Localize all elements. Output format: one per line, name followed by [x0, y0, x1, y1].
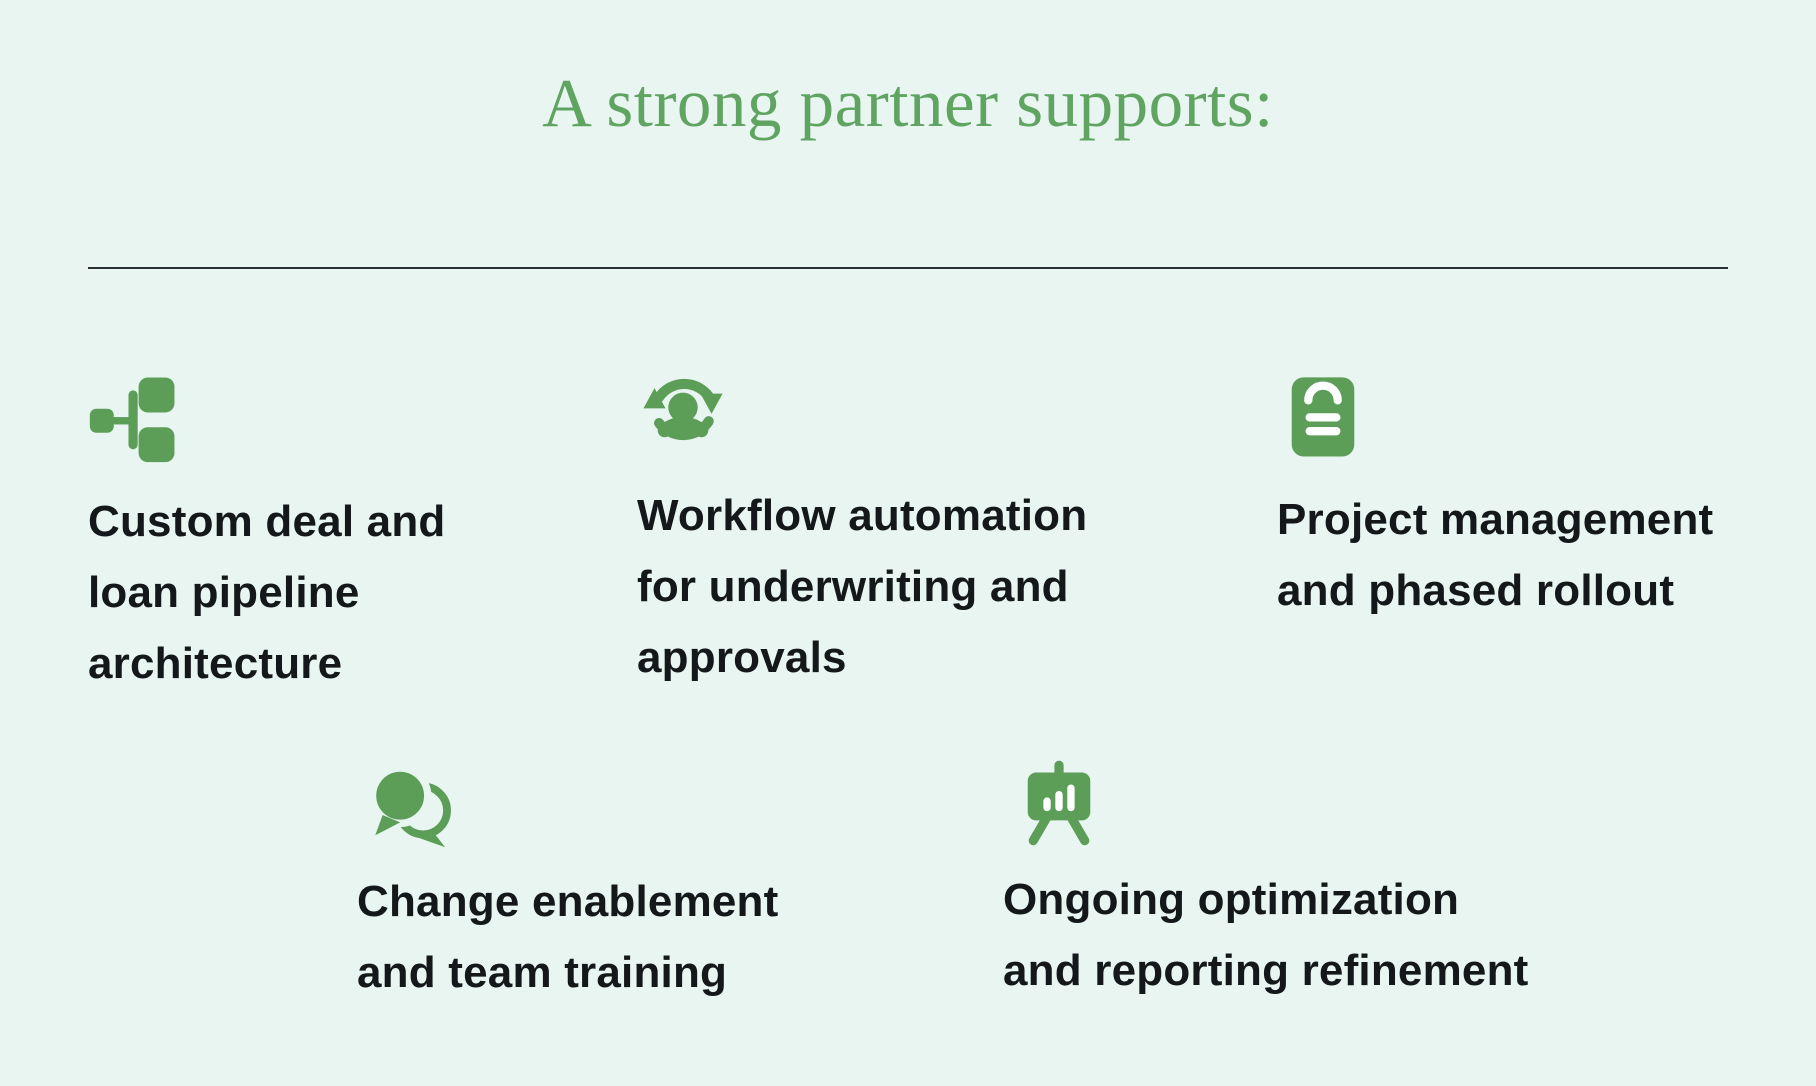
support-item-workflow: Workflow automation for underwriting and… — [637, 366, 1087, 693]
support-item-project: Project management and phased rollout — [1277, 370, 1713, 626]
chat-bubbles-icon — [367, 758, 459, 850]
divider-line — [88, 267, 1728, 269]
page-title: A strong partner supports: — [542, 65, 1274, 141]
clipboard-icon — [1277, 370, 1369, 462]
org-chart-icon — [88, 372, 180, 464]
support-item-label: Change enablement and team training — [357, 877, 779, 997]
support-item-label: Custom deal and loan pipeline architectu… — [88, 497, 446, 688]
support-item-pipeline: Custom deal and loan pipeline architectu… — [88, 372, 446, 699]
support-item-label: Project management and phased rollout — [1277, 495, 1714, 615]
support-item-change: Change enablement and team training — [357, 758, 779, 1008]
sync-arrows-user-icon — [637, 366, 729, 458]
support-item-optimization: Ongoing optimization and reporting refin… — [1003, 756, 1529, 1006]
support-item-label: Workflow automation for underwriting and… — [637, 491, 1088, 682]
support-item-label: Ongoing optimization and reporting refin… — [1003, 875, 1529, 995]
presentation-chart-icon — [1013, 756, 1105, 848]
